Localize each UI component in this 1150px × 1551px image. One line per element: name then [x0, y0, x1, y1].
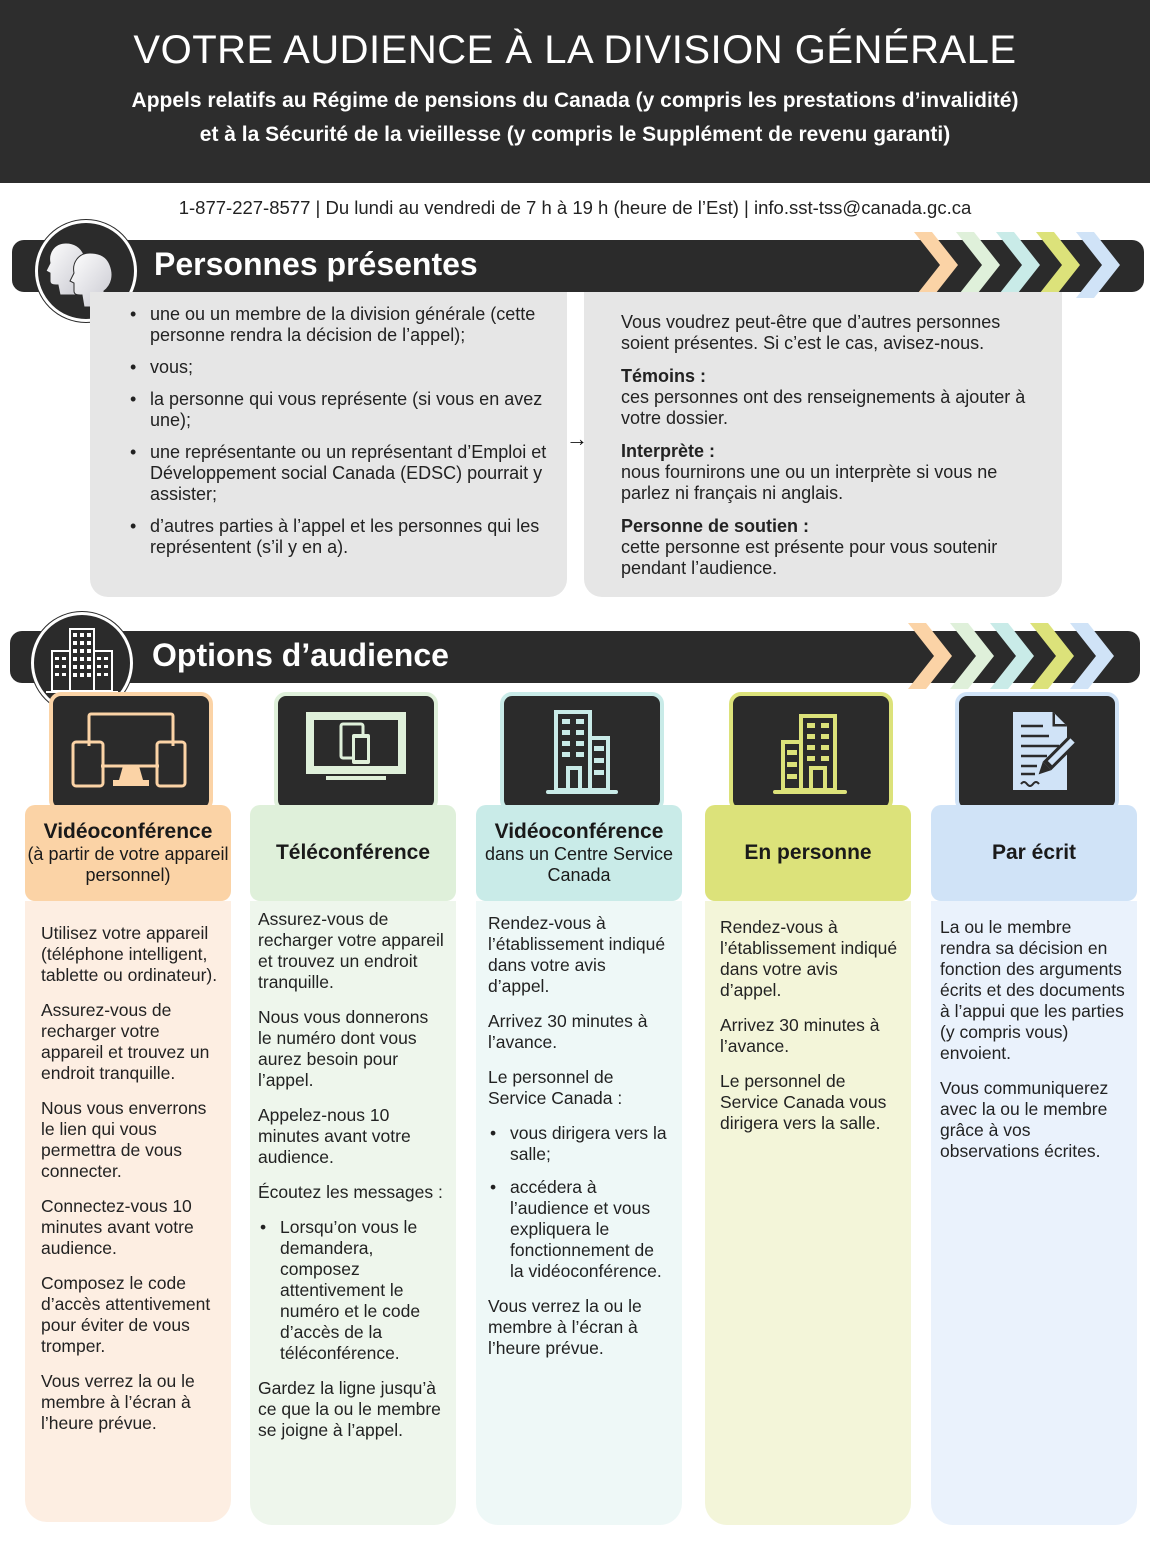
interpreter-item: Interprète : nous fournirons une ou un i… [621, 441, 1044, 504]
option-paragraph: Composez le code d’accès attentivement p… [41, 1273, 211, 1356]
chevron-green-icon [956, 232, 1000, 298]
section-banner-personnes: Personnes présentes [12, 232, 1144, 298]
building-icon [500, 692, 664, 812]
other-people-panel: Vous voudrez peut-être que d’autres pers… [584, 292, 1062, 597]
option-body: La ou le membre rendra sa décision en fo… [931, 901, 1137, 1525]
section-title: Personnes présentes [154, 246, 478, 282]
witnesses-label: Témoins : [621, 366, 707, 386]
option-label: Vidéoconférence (à partir de votre appar… [25, 805, 231, 901]
support-person-text: cette personne est présente pour vous so… [621, 537, 998, 578]
option-paragraph: Arrivez 30 minutes à l’avance. [488, 1011, 648, 1052]
other-people-intro: Vous voudrez peut-être que d’autres pers… [621, 312, 1001, 353]
option-body: Assurez-vous de recharger votre appareil… [250, 901, 456, 1525]
chevron-lime-icon [1030, 623, 1074, 689]
chevron-green-icon [950, 623, 994, 689]
list-item: accédera à l’audience et vous expliquera… [488, 1177, 670, 1282]
chevron-blue-icon [1076, 232, 1120, 298]
option-paragraph: Le personnel de Service Canada : [488, 1067, 623, 1108]
support-person-item: Personne de soutien : cette personne est… [621, 516, 1044, 579]
arrow-right-icon: → [566, 426, 588, 451]
chevron-lime-icon [1036, 232, 1080, 298]
option-paragraph: Utilisez votre appareil (téléphone intel… [41, 923, 218, 985]
document-pencil-icon [955, 692, 1119, 812]
option-paragraph: Rendez-vous à l’établissement indiqué da… [488, 913, 666, 996]
option-paragraph: Le personnel de Service Canada vous diri… [720, 1071, 887, 1133]
option-paragraph: Nous vous enverrons le lien qui vous per… [41, 1098, 207, 1181]
option-paragraph: Vous verrez la ou le membre à l’écran à … [41, 1371, 195, 1433]
option-paragraph: Gardez la ligne jusqu’à ce que la ou le … [258, 1378, 441, 1440]
witnesses-item: Témoins : ces personnes ont des renseign… [621, 366, 1044, 429]
option-subtitle: dans un Centre Service Canada [484, 844, 674, 885]
option-paragraph: Écoutez les messages : [258, 1182, 443, 1202]
option-label: Par écrit [931, 805, 1137, 901]
building-icon [729, 692, 893, 812]
page-header: VOTRE AUDIENCE À LA DIVISION GÉNÉRALE Ap… [0, 0, 1150, 183]
list-item: d’autres parties à l’appel et les person… [130, 516, 549, 558]
option-bullet-list: Lorsqu’on vous le demandera, composez at… [258, 1217, 444, 1364]
option-paragraph: Arrivez 30 minutes à l’avance. [720, 1015, 880, 1056]
interpreter-text: nous fournirons une ou un interprète si … [621, 462, 998, 503]
option-title: En personne [744, 841, 872, 864]
support-person-label: Personne de soutien : [621, 516, 810, 536]
list-item: Lorsqu’on vous le demandera, composez at… [258, 1217, 444, 1364]
option-paragraph: Nous vous donnerons le numéro dont vous … [258, 1007, 429, 1090]
option-paragraph: Assurez-vous de recharger votre appareil… [41, 1000, 210, 1083]
page-subtitle-line-2: et à la Sécurité de la vieillesse (y com… [199, 123, 951, 146]
devices-icon [49, 692, 213, 812]
contact-phone[interactable]: 1-877-227-8577 [178, 197, 311, 218]
chevron-teal-icon [990, 623, 1034, 689]
option-label: Téléconférence [250, 805, 456, 901]
page-title: VOTRE AUDIENCE À LA DIVISION GÉNÉRALE [133, 28, 1017, 72]
monitor-phone-icon [274, 692, 438, 812]
present-people-panel: une ou un membre de la division générale… [90, 292, 567, 597]
option-paragraph: Assurez-vous de recharger votre appareil… [258, 909, 444, 992]
option-title: Par écrit [991, 841, 1077, 864]
option-body: Rendez-vous à l’établissement indiqué da… [476, 901, 682, 1525]
option-label: En personne [705, 805, 911, 901]
section-title: Options d’audience [152, 637, 449, 673]
list-item: vous dirigera vers la salle; [488, 1123, 670, 1165]
chevron-orange-icon [908, 623, 952, 689]
contact-email[interactable]: info.sst-tss@canada.gc.ca [754, 197, 972, 218]
option-paragraph: Rendez-vous à l’établissement indiqué da… [720, 917, 898, 1000]
option-paragraph: Connectez-vous 10 minutes avant votre au… [41, 1196, 194, 1258]
option-paragraph: La ou le membre rendra sa décision en fo… [940, 917, 1125, 1063]
chevron-blue-icon [1070, 623, 1114, 689]
contact-hours: Du lundi au vendredi de 7 h à 19 h (heur… [325, 197, 739, 218]
option-title: Vidéoconférence [43, 820, 213, 843]
chevron-orange-icon [914, 232, 958, 298]
list-item: une ou un membre de la division générale… [130, 304, 549, 346]
option-paragraph: Appelez-nous 10 minutes avant votre audi… [258, 1105, 411, 1167]
interpreter-label: Interprète : [621, 441, 716, 461]
list-item: la personne qui vous représente (si vous… [130, 389, 549, 431]
option-title: Téléconférence [275, 841, 431, 864]
list-item: vous; [130, 357, 549, 378]
list-item: une représentante ou un représentant d’E… [130, 442, 549, 505]
separator: | [738, 197, 755, 218]
witnesses-text: ces personnes ont des renseignements à a… [621, 387, 1026, 428]
contact-line: 1-877-227-8577 | Du lundi au vendredi de… [0, 197, 1150, 219]
option-body: Utilisez votre appareil (téléphone intel… [25, 901, 231, 1522]
option-label: Vidéoconférence dans un Centre Service C… [476, 805, 682, 901]
section-banner-options: Options d’audience [10, 623, 1140, 689]
option-body: Rendez-vous à l’établissement indiqué da… [705, 901, 911, 1525]
option-title: Vidéoconférence [494, 820, 664, 843]
option-paragraph: Vous verrez la ou le membre à l’écran à … [488, 1296, 642, 1358]
page-subtitle-line-1: Appels relatifs au Régime de pensions du… [131, 89, 1019, 112]
option-bullet-list: vous dirigera vers la salle; accédera à … [488, 1123, 670, 1282]
present-people-list: une ou un membre de la division générale… [130, 304, 549, 558]
option-paragraph: Vous communiquerez avec la ou le membre … [940, 1078, 1109, 1161]
separator: | [310, 197, 326, 218]
chevron-teal-icon [996, 232, 1040, 298]
option-subtitle: (à partir de votre appareil personnel) [27, 844, 229, 885]
